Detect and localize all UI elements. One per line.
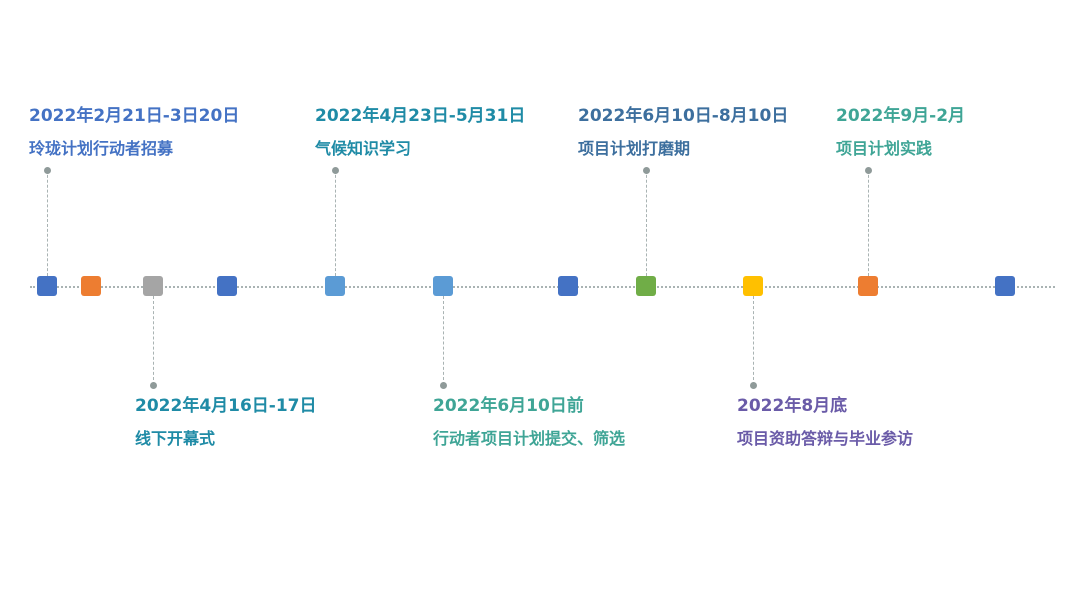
timeline-marker bbox=[217, 276, 237, 296]
event-endpoint-dot bbox=[865, 167, 872, 174]
event-endpoint-dot bbox=[440, 382, 447, 389]
event-connector bbox=[868, 170, 869, 276]
event-endpoint-dot bbox=[750, 382, 757, 389]
event-text: 2022年4月23日-5月31日气候知识学习 bbox=[315, 108, 525, 157]
event-date: 2022年6月10日-8月10日 bbox=[578, 106, 789, 126]
event-label: 项目计划实践 bbox=[836, 139, 933, 158]
event-date: 2022年2月21日-3日20日 bbox=[29, 106, 240, 126]
event-text: 2022年8月底项目资助答辩与毕业参访 bbox=[737, 398, 913, 447]
timeline-marker bbox=[636, 276, 656, 296]
event-text: 2022年9月-2月项目计划实践 bbox=[836, 108, 965, 157]
event-connector bbox=[443, 296, 444, 385]
timeline-marker bbox=[37, 276, 57, 296]
event-date: 2022年8月底 bbox=[737, 396, 848, 416]
event-connector bbox=[153, 296, 154, 385]
event-connector bbox=[753, 296, 754, 385]
timeline-marker bbox=[433, 276, 453, 296]
event-text: 2022年6月10日前行动者项目计划提交、筛选 bbox=[433, 398, 625, 447]
timeline-marker bbox=[558, 276, 578, 296]
timeline-marker bbox=[995, 276, 1015, 296]
event-connector bbox=[47, 170, 48, 276]
event-endpoint-dot bbox=[332, 167, 339, 174]
event-label: 项目资助答辩与毕业参访 bbox=[737, 429, 914, 448]
event-text: 2022年2月21日-3日20日玲珑计划行动者招募 bbox=[29, 108, 239, 157]
event-date: 2022年6月10日前 bbox=[433, 396, 584, 416]
event-date: 2022年9月-2月 bbox=[836, 106, 966, 126]
event-endpoint-dot bbox=[643, 167, 650, 174]
event-text: 2022年4月16日-17日线下开幕式 bbox=[135, 398, 317, 447]
timeline-marker bbox=[143, 276, 163, 296]
event-text: 2022年6月10日-8月10日项目计划打磨期 bbox=[578, 108, 788, 157]
event-endpoint-dot bbox=[44, 167, 51, 174]
event-connector bbox=[646, 170, 647, 276]
timeline-marker bbox=[81, 276, 101, 296]
event-label: 项目计划打磨期 bbox=[578, 139, 691, 158]
timeline-marker bbox=[325, 276, 345, 296]
event-label: 线下开幕式 bbox=[135, 429, 216, 448]
timeline-marker bbox=[743, 276, 763, 296]
timeline-axis bbox=[30, 286, 1055, 288]
event-date: 2022年4月16日-17日 bbox=[135, 396, 317, 416]
event-label: 行动者项目计划提交、筛选 bbox=[433, 429, 626, 448]
event-label: 玲珑计划行动者招募 bbox=[29, 139, 174, 158]
event-label: 气候知识学习 bbox=[315, 139, 412, 158]
event-connector bbox=[335, 170, 336, 276]
event-date: 2022年4月23日-5月31日 bbox=[315, 106, 526, 126]
event-endpoint-dot bbox=[150, 382, 157, 389]
timeline-marker bbox=[858, 276, 878, 296]
